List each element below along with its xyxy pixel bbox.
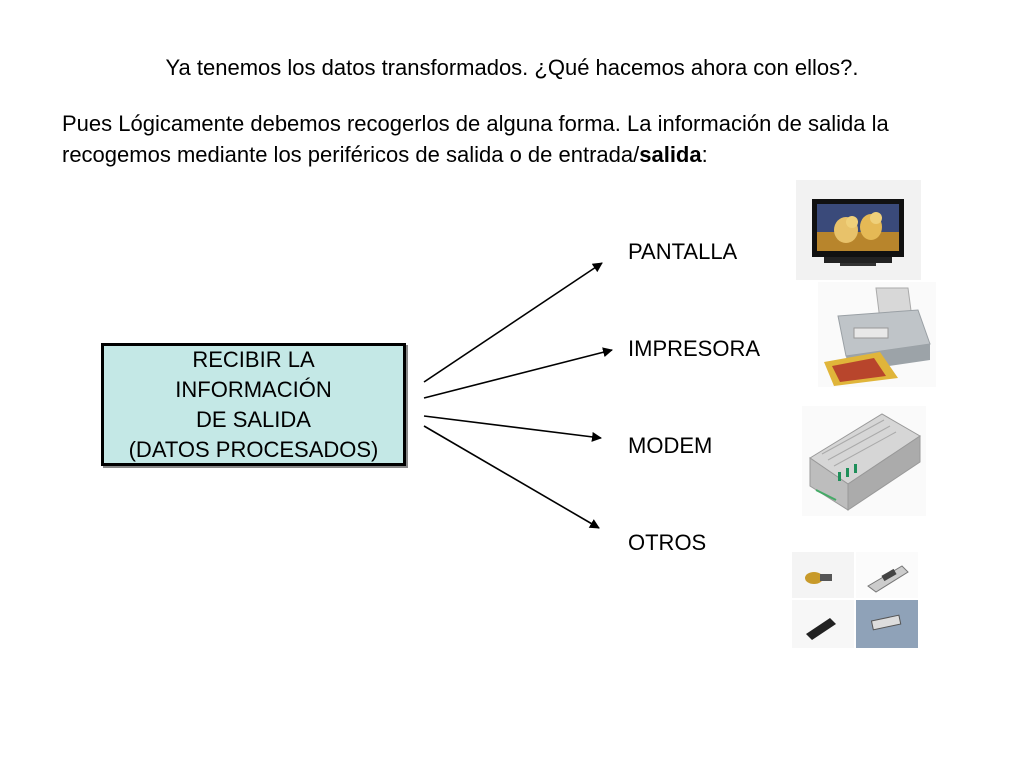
arrow-impresora [423, 347, 613, 399]
body-text: Pues Lógicamente debemos recogerlos de a… [62, 111, 889, 167]
dest-label-impresora: IMPRESORA [628, 336, 761, 361]
process-box-line3: DE SALIDA [196, 406, 311, 432]
intro-heading: Ya tenemos los datos transformados. ¿Qué… [165, 55, 859, 80]
dest-label-otros: OTROS [628, 530, 707, 555]
process-box-line1: RECIBIR LA [192, 346, 315, 372]
body-paragraph: Pues Lógicamente debemos recogerlos de a… [62, 108, 942, 170]
body-trailing: : [701, 142, 708, 167]
process-box: RECIBIR LA INFORMACIÓN DE SALIDA (DATOS … [101, 343, 406, 466]
dest-label-pantalla: PANTALLA [628, 239, 738, 264]
arrow-pantalla [423, 262, 603, 383]
modem-icon [802, 406, 926, 516]
process-box-line2: INFORMACIÓN [175, 376, 332, 402]
body-bold-word: salida [639, 142, 702, 167]
monitor-icon [796, 180, 921, 280]
usb-devices-icon [792, 552, 918, 648]
dest-label-modem: MODEM [628, 433, 713, 458]
arrow-otros [423, 425, 600, 529]
arrow-modem [423, 415, 602, 442]
printer-icon [818, 282, 936, 387]
process-box-line4: (DATOS PROCESADOS) [128, 436, 379, 462]
